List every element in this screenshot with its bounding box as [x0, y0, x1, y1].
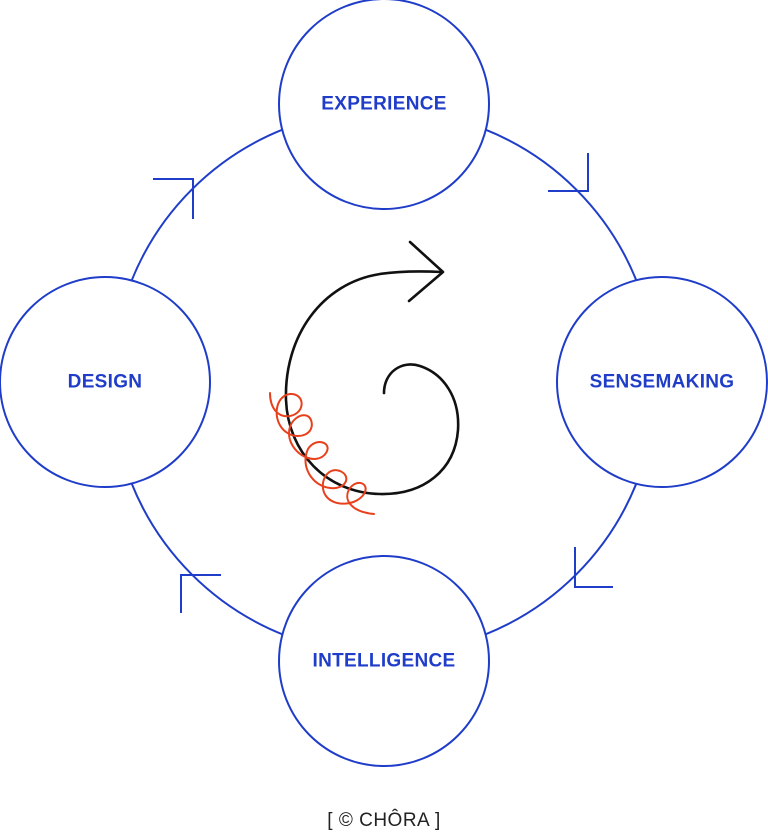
label-intelligence: INTELLIGENCE: [313, 651, 456, 672]
copyright-credit: [ © CHÔRA ]: [327, 810, 441, 831]
arrow-icon-sensemaking-to-intelligence: [574, 547, 613, 588]
node-design: [0, 276, 211, 488]
label-design: DESIGN: [68, 372, 143, 393]
arrow-icon-experience-to-sensemaking: [548, 153, 589, 192]
node-sensemaking: [556, 276, 768, 488]
loop-line: [269, 392, 375, 515]
label-sensemaking: SENSEMAKING: [590, 372, 735, 393]
node-experience: [278, 0, 490, 210]
arrow-icon-intelligence-to-design: [180, 574, 221, 613]
arrow-icon-design-to-experience: [153, 178, 194, 219]
node-intelligence: [278, 555, 490, 767]
spiral-line: [284, 270, 460, 496]
label-experience: EXPERIENCE: [321, 94, 446, 115]
arrowhead-icon: [407, 240, 445, 303]
